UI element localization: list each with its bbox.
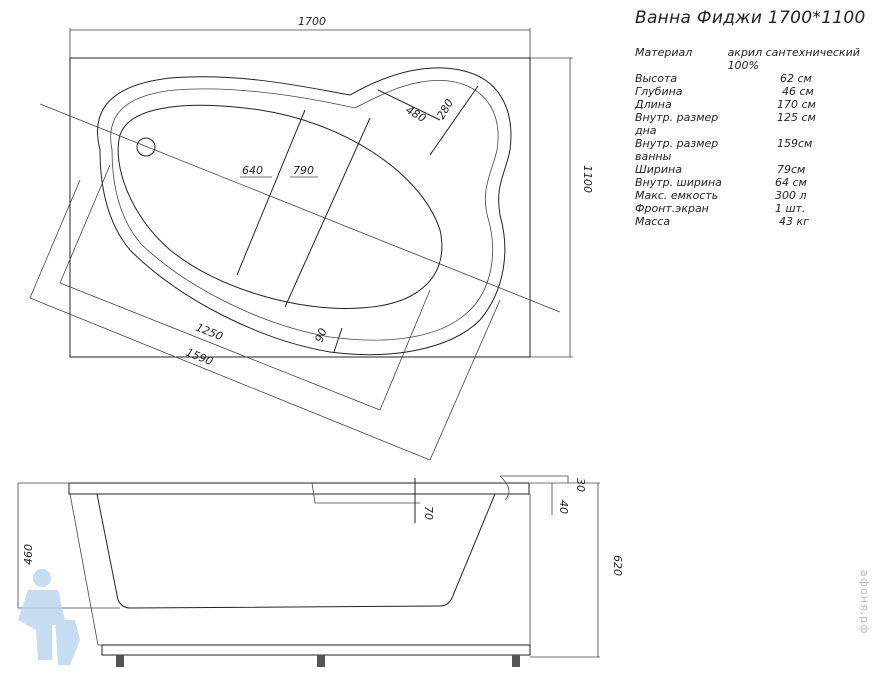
svg-text:70: 70 [422, 506, 435, 520]
dimension-width: 1100 [530, 57, 594, 358]
svg-text:1590: 1590 [184, 346, 215, 369]
watermark: афоня.рф [858, 570, 871, 635]
leg-icon [116, 655, 124, 667]
svg-text:90: 90 [313, 326, 330, 344]
side-view [68, 475, 569, 667]
svg-text:480: 480 [404, 103, 429, 125]
svg-text:1700: 1700 [298, 15, 326, 28]
tub-outer-rim [97, 67, 512, 356]
svg-text:1100: 1100 [581, 165, 594, 193]
svg-text:40: 40 [557, 500, 570, 514]
svg-text:790: 790 [293, 164, 314, 177]
outer-frame [69, 57, 531, 358]
svg-text:1250: 1250 [194, 321, 225, 344]
svg-text:280: 280 [434, 97, 456, 122]
svg-text:30: 30 [574, 478, 587, 492]
svg-text:640: 640 [242, 164, 263, 177]
svg-text:460: 460 [22, 544, 35, 565]
drain-icon [136, 137, 156, 157]
tub-inner-basin [117, 104, 443, 309]
plumber-mascot-logo [18, 569, 80, 665]
dimension-length: 1700 [69, 15, 531, 60]
leg-icon [317, 655, 325, 667]
svg-text:620: 620 [611, 555, 624, 576]
product-title: Ванна Фиджи 1700*1100 [635, 8, 866, 28]
leg-icon [512, 655, 520, 667]
